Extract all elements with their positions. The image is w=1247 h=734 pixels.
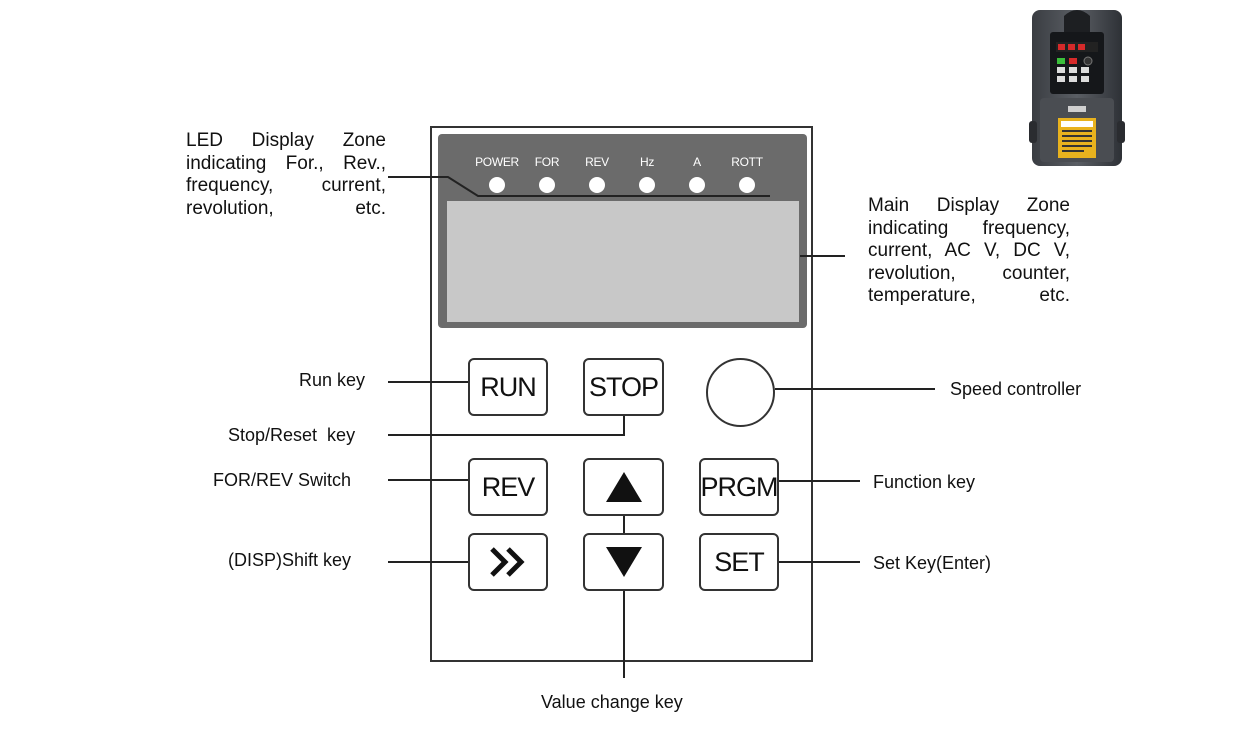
led-zone-line-1: LED Display Zone [186,130,386,151]
led-rev-indicator [589,177,605,193]
main-display-line-2: indicating frequency, [868,217,1070,239]
set-enter-button[interactable]: SET [699,533,779,591]
for-rev-label: FOR/REV Switch [213,470,352,490]
led-rott-indicator [739,177,755,193]
shift-key-label: (DISP)Shift key [228,550,352,570]
for-rev-button[interactable]: REV [468,458,548,516]
set-key-label: Set Key(Enter) [873,553,992,573]
main-display-line-4: revolution, counter, [868,262,1070,284]
speed-controller-knob[interactable] [706,358,775,427]
led-hz-indicator [639,177,655,193]
double-chevron-right-icon [490,547,525,577]
stop-reset-button[interactable]: STOP [583,358,664,416]
led-label-a: A [693,155,701,169]
stop-key-leader [388,416,625,436]
down-triangle-icon [605,547,642,577]
main-display-line-5: temperature, etc. [868,285,1070,306]
led-zone-description: LED Display Zone indicating For., Rev., … [186,130,386,220]
main-display-screen [447,201,799,322]
up-triangle-icon [605,472,642,502]
led-zone-leader [388,176,770,197]
prgm-function-button[interactable]: PRGM [699,458,779,516]
run-key-label: Run key [299,370,366,390]
led-label-power: POWER [475,155,519,169]
function-key-label: Function key [873,472,976,492]
down-button[interactable] [583,533,664,591]
led-label-for: FOR [534,155,560,169]
shift-disp-button[interactable] [468,533,548,591]
main-display-line-3: current, AC V, DC V, [868,240,1070,261]
run-button[interactable]: RUN [468,358,548,416]
speed-controller-label: Speed controller [950,379,1082,399]
led-zone-line-3: frequency, current, [186,175,386,196]
led-a-indicator [689,177,705,193]
stop-key-label: Stop/Reset key [228,425,356,445]
led-power-indicator [489,177,505,193]
main-display-description: Main Display Zone indicating frequency, … [868,195,1070,308]
led-zone-line-4: revolution, etc. [186,197,386,219]
value-change-label: Value change key [541,692,683,712]
main-display-line-1: Main Display Zone [868,195,1070,216]
up-button[interactable] [583,458,664,516]
led-zone-line-2: indicating For., Rev., [186,152,386,174]
led-label-rott: ROTT [731,155,763,169]
inverter-photo [1029,10,1125,166]
led-label-rev: REV [585,155,609,169]
led-for-indicator [539,177,555,193]
led-label-hz: Hz [639,155,655,169]
